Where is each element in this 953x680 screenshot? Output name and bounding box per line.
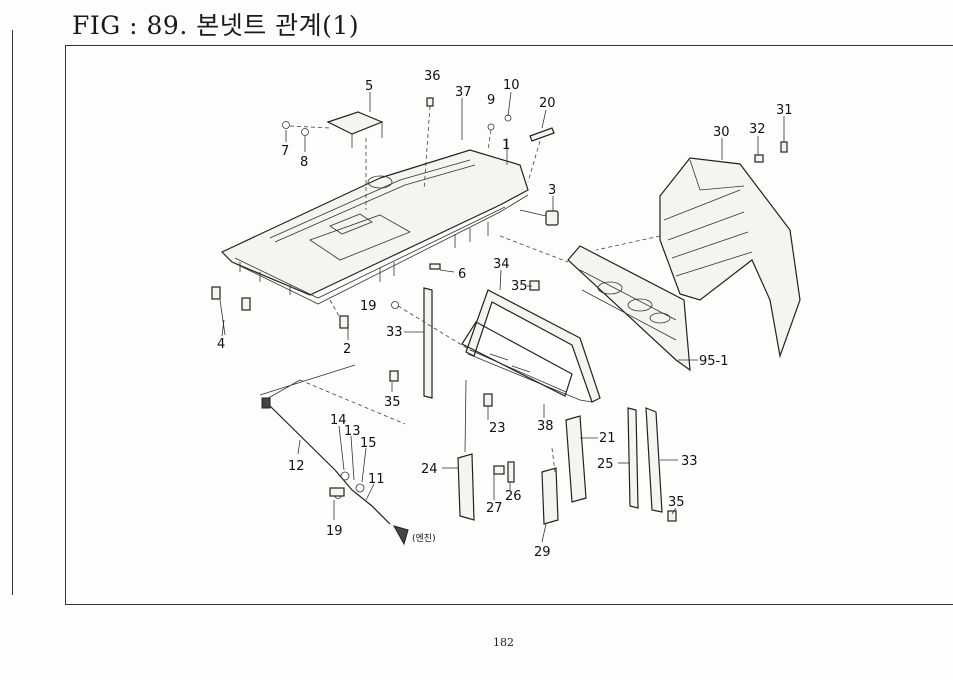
callout-30: 30	[713, 125, 730, 140]
part-26-27-pins	[493, 461, 515, 483]
callout-21: 21	[599, 431, 616, 446]
part-36-clip	[423, 97, 434, 191]
part-33-strips	[423, 287, 663, 513]
callout-10: 10	[503, 78, 520, 93]
callout-36: 36	[424, 69, 441, 84]
callout-34: 34	[493, 257, 510, 272]
callout-7: 7	[281, 144, 289, 159]
part-4-studs	[211, 286, 251, 336]
callout-11: 11	[368, 472, 385, 487]
part-6-pin	[429, 263, 441, 270]
page-number: 182	[493, 636, 514, 649]
callout-23: 23	[489, 421, 506, 436]
figure-title: FIG : 89. 본넷트 관계(1)	[72, 11, 360, 40]
diagram-frame	[65, 45, 953, 605]
binder-edge	[0, 30, 13, 595]
callout-4: 4	[217, 337, 225, 352]
callout-2: 2	[343, 342, 351, 357]
part-12-stay-rod	[259, 364, 406, 471]
callout-38: 38	[537, 419, 554, 434]
part-3-bolt	[519, 209, 559, 226]
callout-35c: 35	[668, 495, 685, 510]
part-30-side-panel	[595, 157, 801, 359]
callout-labels: 36 5 37 10 9 20 31 30 32 7 8 1 3 6 34 35…	[217, 69, 793, 560]
callout-8: 8	[300, 155, 308, 170]
part-20-latch	[527, 127, 555, 183]
part-21-hinge	[565, 415, 587, 503]
callout-26: 26	[505, 489, 522, 504]
part-2-bolt	[329, 299, 349, 329]
callout-31: 31	[776, 103, 793, 118]
callout-27: 27	[486, 501, 503, 516]
callout-19a: 19	[360, 299, 377, 314]
callout-35a: 35	[511, 279, 528, 294]
part-23-bushing	[483, 393, 493, 407]
callout-6: 6	[458, 267, 466, 282]
part-38-gasket	[461, 321, 573, 397]
callout-14: 14	[330, 413, 347, 428]
callout-29: 29	[534, 545, 551, 560]
callout-24: 24	[421, 462, 438, 477]
engine-note: (엔진)	[412, 533, 436, 544]
part-35-bolts	[389, 280, 677, 522]
callout-9: 9	[487, 93, 495, 108]
bonnet-pegs	[379, 222, 489, 282]
callout-33b: 33	[681, 454, 698, 469]
callout-19b: 19	[326, 524, 343, 539]
callout-95-1: 95-1	[699, 354, 729, 369]
leader-lines	[221, 91, 785, 543]
part-24-bracket	[457, 379, 475, 521]
bonnet-top-panel	[220, 149, 529, 305]
callout-13: 13	[344, 424, 361, 439]
callout-37: 37	[455, 85, 472, 100]
callout-15: 15	[360, 436, 377, 451]
part-5-bracket	[326, 111, 384, 210]
part-11-linkage	[329, 469, 409, 546]
part-25-strip	[627, 407, 639, 509]
callout-12: 12	[288, 459, 305, 474]
part-34-hood-frame	[465, 289, 601, 403]
callout-32: 32	[749, 122, 766, 137]
callout-25: 25	[597, 457, 614, 472]
part-7-8-fasteners	[282, 121, 331, 136]
callout-35b: 35	[384, 395, 401, 410]
part-31-32-fasteners	[754, 141, 788, 163]
part-29-bracket	[541, 447, 559, 525]
callout-20: 20	[539, 96, 556, 111]
callout-3: 3	[548, 183, 556, 198]
part-95-1-front-panel	[499, 235, 691, 372]
callout-1: 1	[502, 138, 510, 153]
callout-33a: 33	[386, 325, 403, 340]
callout-5: 5	[365, 79, 373, 94]
